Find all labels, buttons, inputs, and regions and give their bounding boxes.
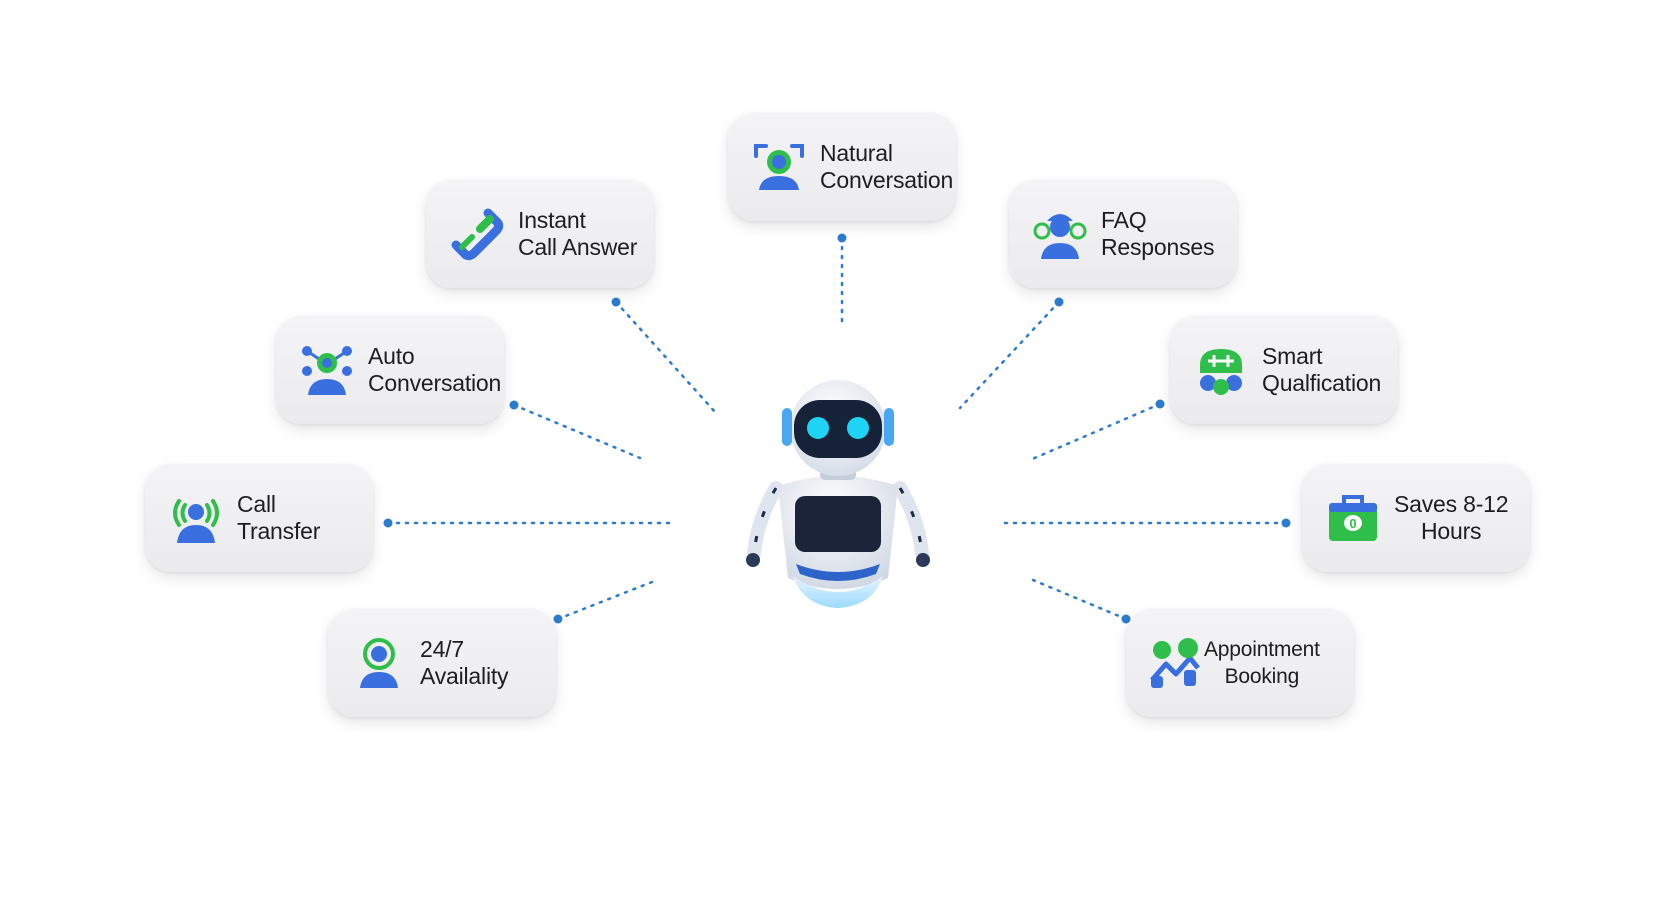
card-label: FAQ Responses [1101, 207, 1215, 260]
money-case-icon: 0 [1329, 495, 1377, 541]
robot-illustration [746, 380, 930, 608]
connector-natural-conversation [837, 233, 847, 330]
connector-call-transfer [383, 518, 674, 528]
card-label: 24/7 Availality [420, 636, 509, 689]
card-auto-conversation: Auto Conversation [276, 316, 504, 424]
connector-instant-call-answer [611, 297, 717, 414]
card-label: Auto Conversation [368, 343, 502, 396]
card-availability: 24/7 Availality [328, 609, 556, 717]
card-faq-responses: FAQ Responses [1009, 180, 1237, 288]
connector-faq-responses [958, 297, 1064, 410]
card-label: Appointment Booking [1204, 638, 1320, 688]
card-smart-qualification: Smart Qualfication [1170, 316, 1398, 424]
network-person-icon [302, 346, 352, 395]
person-badge-icon [360, 638, 398, 688]
card-appointment-booking: Appointment Booking [1126, 609, 1354, 717]
card-label: Saves 8-12 Hours [1394, 491, 1509, 544]
card-label: Natural Conversation [820, 140, 954, 193]
card-saves-hours: 0 Saves 8-12 Hours [1302, 464, 1530, 572]
brain-filter-icon [1200, 349, 1242, 395]
card-label: Smart Qualfication [1262, 343, 1382, 396]
svg-text:0: 0 [1349, 516, 1356, 531]
support-agent-icon [1033, 214, 1087, 259]
connector-appointment-booking [1031, 578, 1131, 624]
card-call-transfer: Call Transfer [145, 464, 373, 572]
card-label: Instant Call Answer [518, 207, 638, 260]
connector-saves-hours [1003, 518, 1291, 528]
location-pins-icon [1150, 638, 1200, 688]
face-scan-icon [754, 144, 804, 190]
broadcast-person-icon [173, 499, 219, 543]
card-natural-conversation: Natural Conversation [728, 113, 956, 221]
connector-smart-qualification [1028, 399, 1165, 462]
phone-icon [451, 208, 504, 261]
card-instant-call-answer: Instant Call Answer [426, 180, 654, 288]
connector-availability [553, 580, 654, 624]
connector-auto-conversation [509, 400, 642, 460]
card-label: Call Transfer [237, 491, 321, 544]
